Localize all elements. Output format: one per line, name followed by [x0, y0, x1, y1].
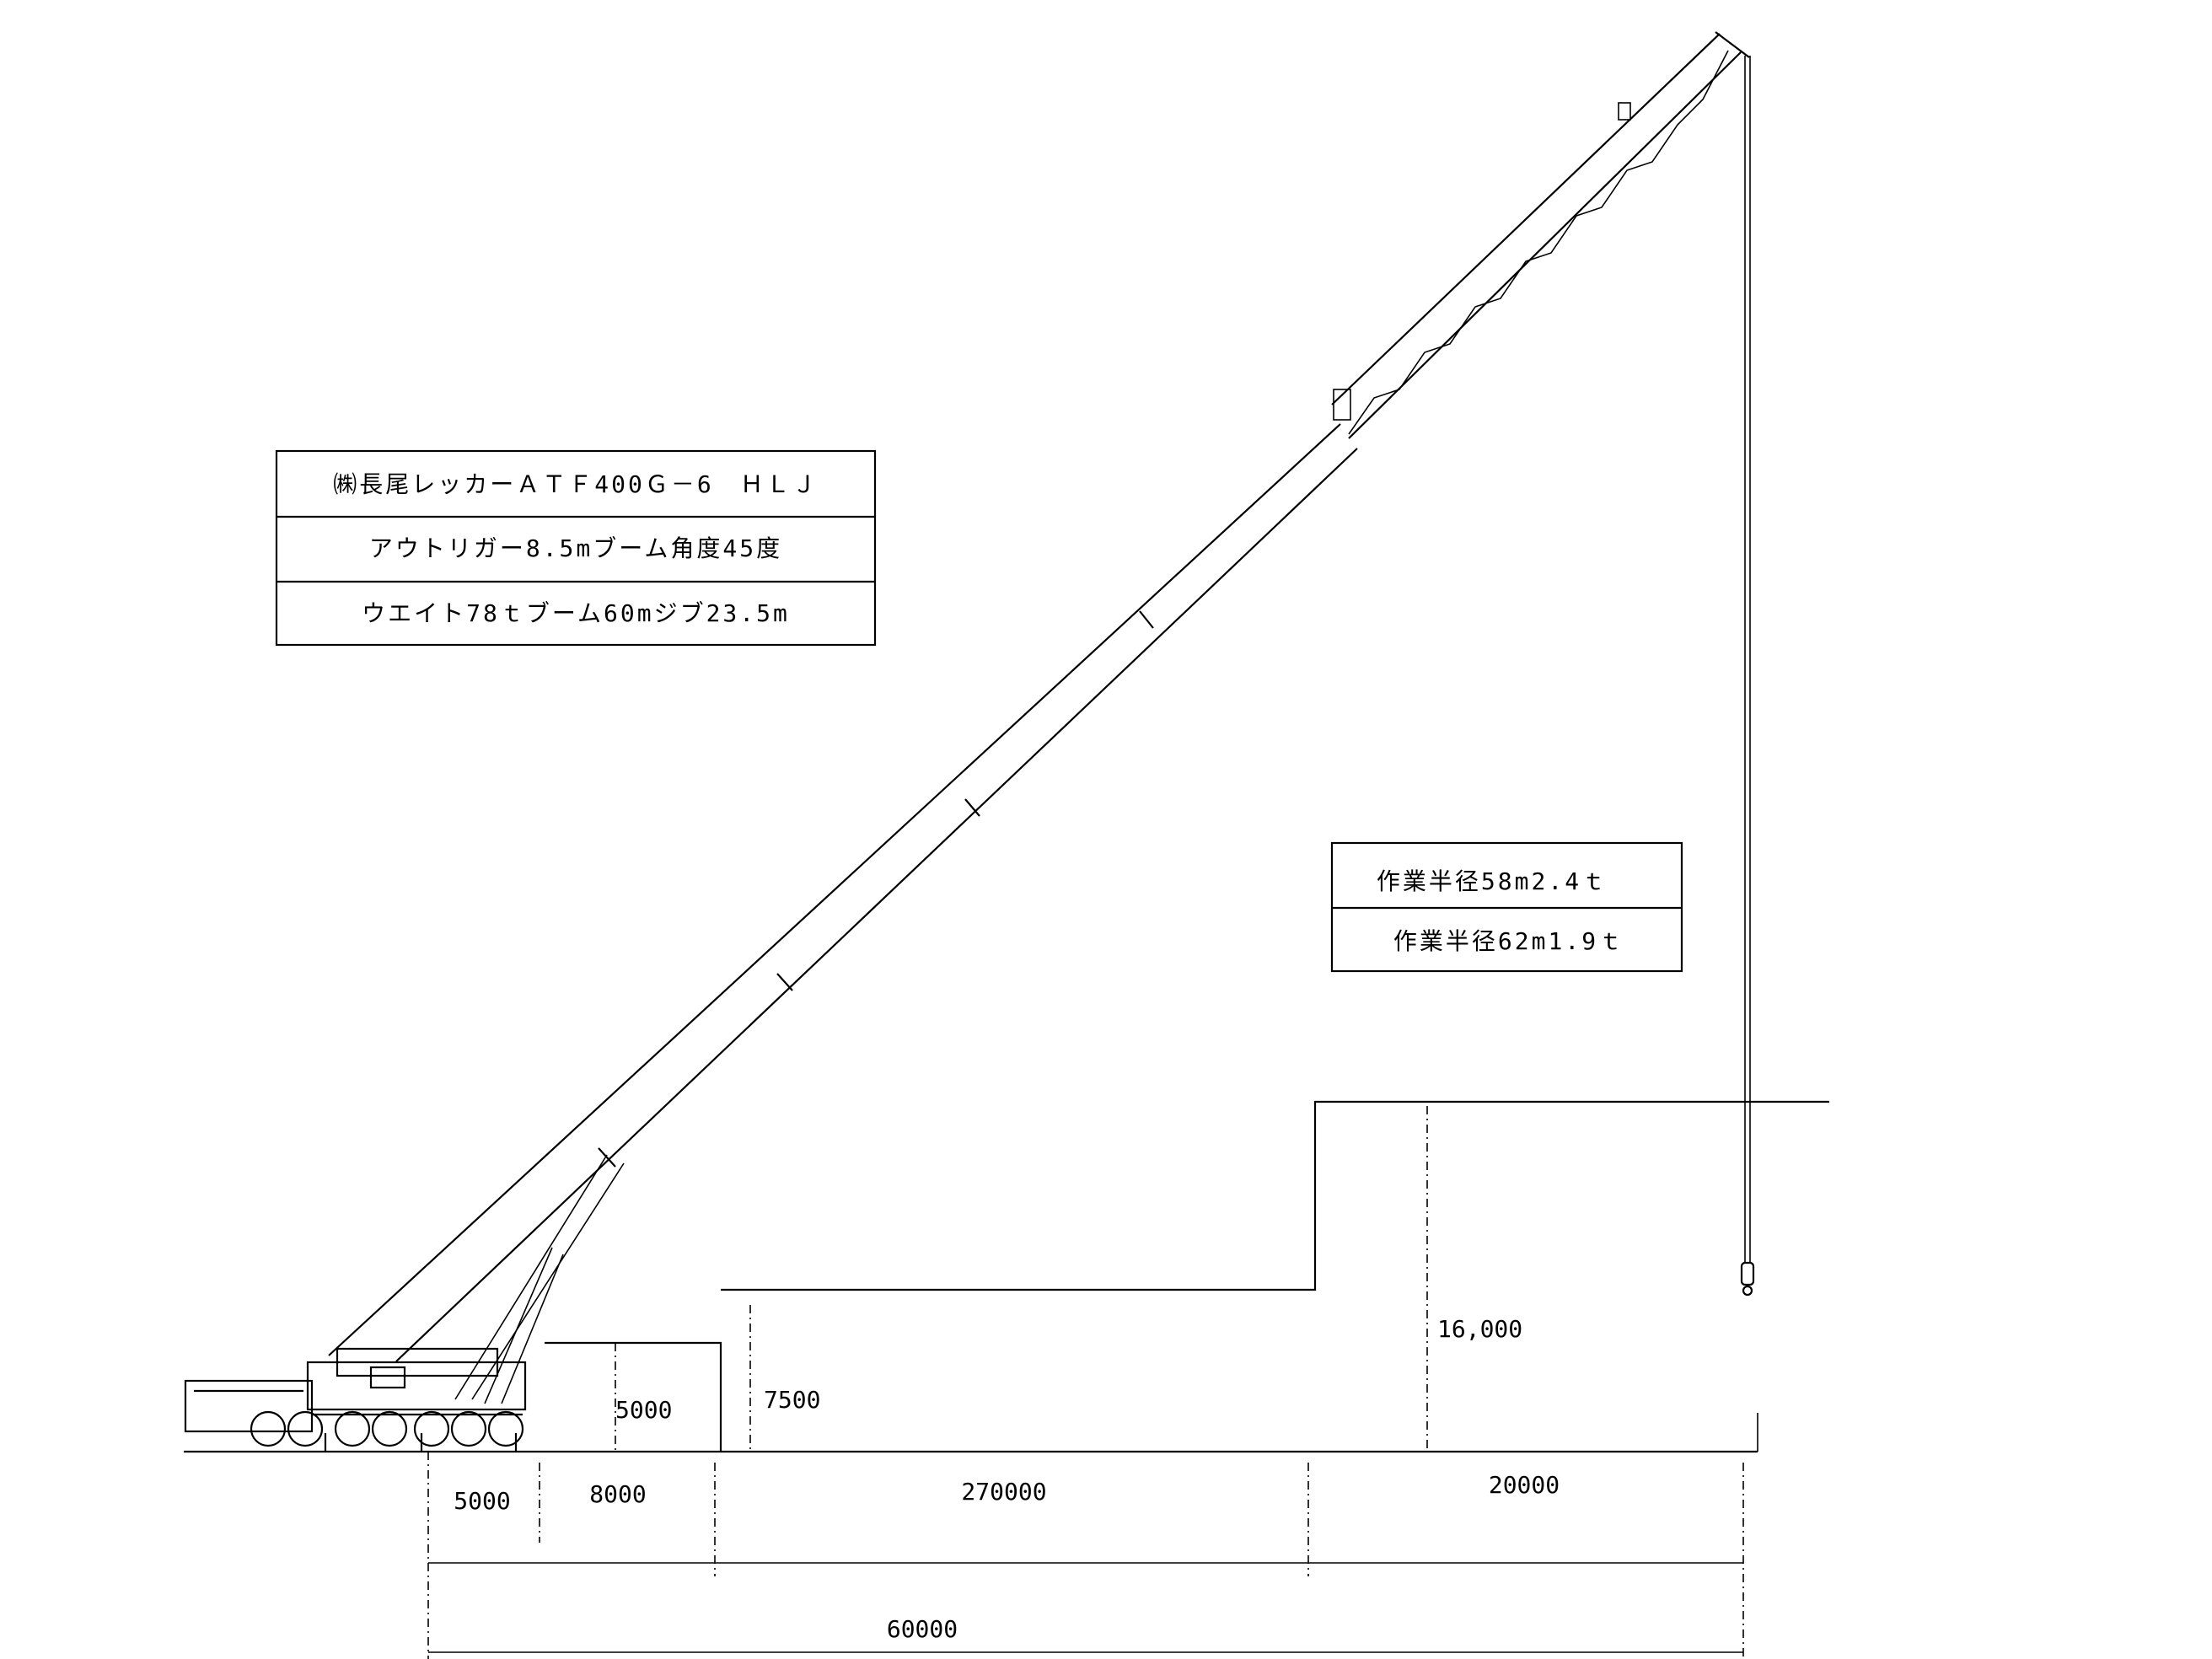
- crane-carrier: [184, 1347, 527, 1452]
- distance-label-2: 8000: [589, 1480, 646, 1508]
- distance-label-3: 270000: [961, 1478, 1046, 1506]
- spec-line-1: ㈱長尾レッカーＡＴＦ400Ｇ－6 ＨＬＪ: [333, 470, 818, 498]
- distance-label-4: 20000: [1489, 1471, 1560, 1499]
- distance-label-total: 60000: [887, 1615, 958, 1643]
- radius-box: 作業半径58m2.4ｔ 作業半径62m1.9ｔ: [1330, 841, 1683, 973]
- obstacle-profile: [545, 1100, 1829, 1452]
- hoist-rope: [1744, 56, 1751, 1263]
- radius-line-1: 作業半径58m2.4ｔ: [1377, 867, 1608, 895]
- crane-boom: [328, 423, 1358, 1404]
- crane-jib: [1331, 31, 1750, 439]
- spec-box: ㈱長尾レッカーＡＴＦ400Ｇ－6 ＨＬＪ アウトリガー8.5mブーム角度45度 …: [275, 449, 877, 647]
- radius-line-2: 作業半径62m1.9ｔ: [1393, 927, 1624, 955]
- building-height-label: 16,000: [1437, 1315, 1522, 1343]
- spec-line-2: アウトリガー8.5mブーム角度45度: [369, 534, 782, 562]
- dimension-lines: [427, 1452, 1744, 1659]
- wall2-height-label: 7500: [764, 1386, 820, 1414]
- distance-label-1: 5000: [454, 1487, 510, 1515]
- wall1-height-label: 5000: [615, 1396, 672, 1424]
- hook-block: [1740, 1261, 1755, 1297]
- spec-line-3: ウエイト78ｔブーム60mジブ23.5m: [362, 599, 790, 627]
